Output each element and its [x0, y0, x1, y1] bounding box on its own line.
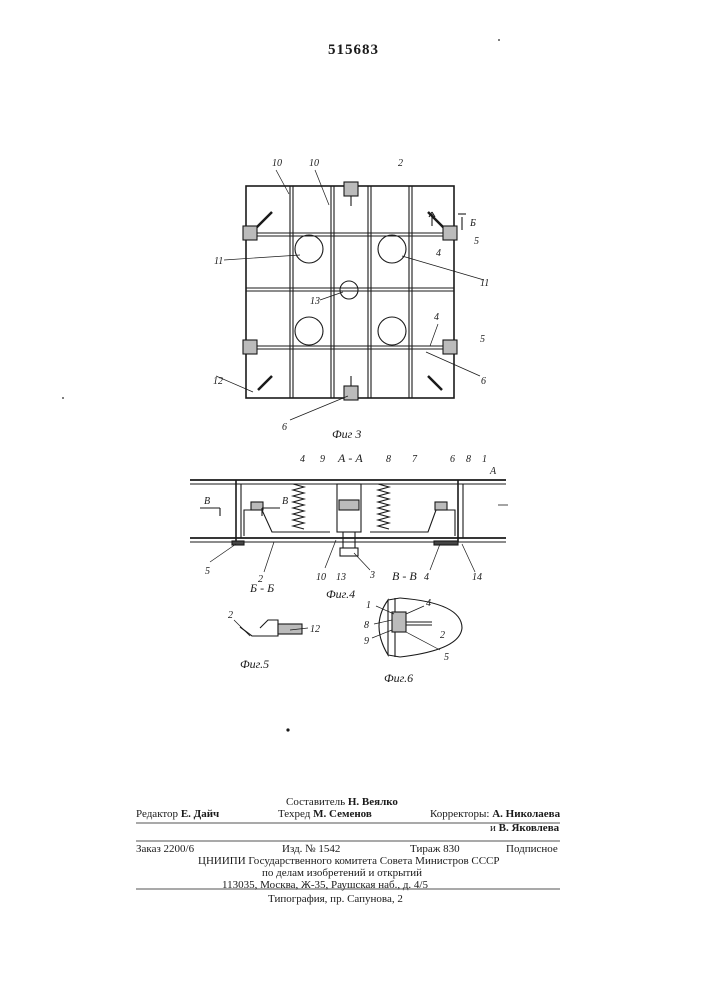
- corrector2-prefix: и: [490, 822, 496, 834]
- corrector2-line: и В. Яковлева: [490, 822, 559, 834]
- order-number: Заказ 2200/6: [136, 843, 194, 855]
- compiler-line: Составитель Н. Веялко: [286, 796, 398, 808]
- corrector-1: А. Николаева: [492, 808, 560, 820]
- correctors-label: Корректоры:: [430, 808, 489, 820]
- editor-line: Редактор Е. Дайч: [136, 808, 219, 820]
- compiler-name: Н. Веялко: [348, 796, 398, 808]
- org-line-3: 113035, Москва, Ж-35, Раушская наб., д. …: [222, 879, 428, 891]
- org-line-2: по делам изобретений и открытий: [262, 867, 422, 879]
- techred-line: Техред М. Семенов: [278, 808, 372, 820]
- compiler-label: Составитель: [286, 796, 345, 808]
- techred-label: Техред: [278, 808, 310, 820]
- circulation: Тираж 830: [410, 843, 460, 855]
- edition-number: Изд. № 1542: [282, 843, 340, 855]
- editor-name: Е. Дайч: [181, 808, 219, 820]
- techred-name: М. Семенов: [313, 808, 372, 820]
- subscription: Подписное: [506, 843, 558, 855]
- correctors-line: Корректоры: А. Николаева: [430, 808, 560, 820]
- corrector-2: В. Яковлева: [499, 822, 560, 834]
- typography-line: Типография, пр. Сапунова, 2: [268, 893, 403, 905]
- org-line-1: ЦНИИПИ Государственного комитета Совета …: [198, 855, 500, 867]
- editor-label: Редактор: [136, 808, 178, 820]
